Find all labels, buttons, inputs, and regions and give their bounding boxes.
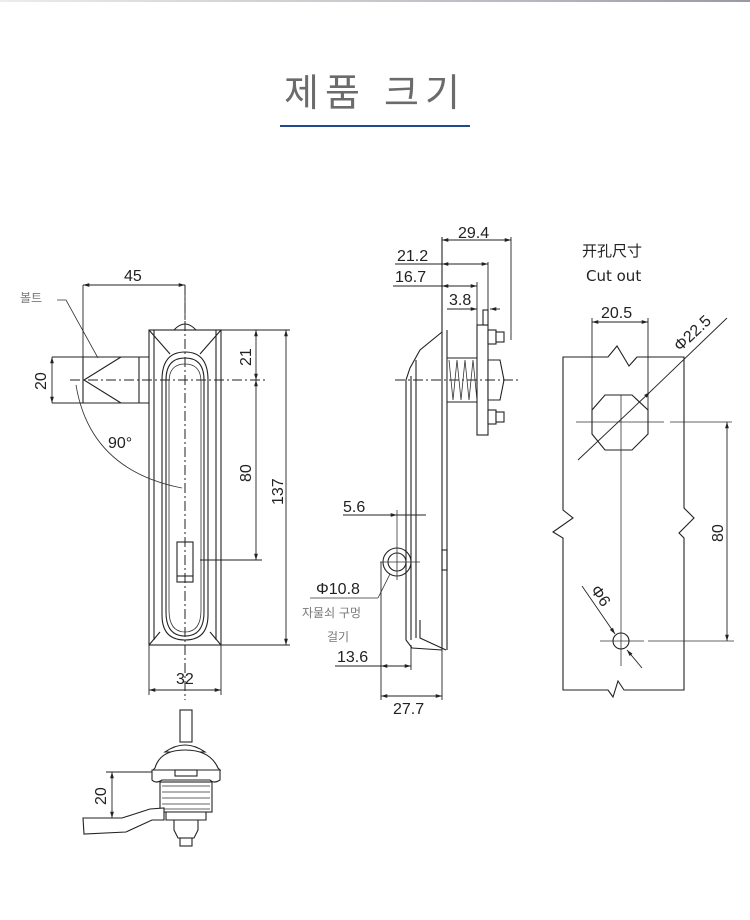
bolt-wedge (82, 356, 122, 404)
front-handle-inner (168, 363, 202, 633)
side-view: 29.4 21.2 16.7 3.8 5.6 Φ10.8 자물쇠 구멍 걸기 1… (302, 225, 520, 718)
padlock-label-1: 자물쇠 구멍 (302, 606, 361, 620)
panel-outline (551, 345, 695, 699)
top-rule (0, 0, 750, 2)
dim-3-8: 3.8 (449, 292, 471, 309)
dim-32: 32 (176, 671, 194, 688)
angle-label: 90° (108, 435, 132, 452)
dim-phi-6: Φ6 (587, 583, 613, 611)
dim-80: 80 (238, 464, 255, 482)
dim-13-6: 13.6 (337, 649, 368, 666)
dim-padlock-diameter: Φ10.8 (316, 581, 360, 598)
cam-view: 20 (82, 709, 222, 847)
dim-20-cam: 20 (93, 787, 110, 805)
cam-arm (82, 807, 165, 835)
bolt (82, 356, 149, 404)
cam-head (151, 749, 222, 771)
cutout-main-hole (591, 394, 649, 451)
center-nut (487, 359, 505, 401)
dim-phi-22-5: Φ22.5 (671, 312, 715, 354)
front-handle-outer (161, 351, 209, 641)
cutout-title-en: Cut out (586, 267, 641, 285)
cam-spring (159, 781, 213, 813)
rotation-arc (75, 384, 183, 489)
front-handle-mid (165, 357, 205, 637)
dim-137: 137 (270, 478, 287, 505)
dim-80-cutout: 80 (710, 524, 727, 542)
cutout-title-cn: 开孔尺寸 (582, 242, 642, 260)
dim-29-4: 29.4 (458, 225, 489, 242)
dim-27-7: 27.7 (393, 701, 424, 718)
stud-top (487, 329, 497, 345)
cutout-small-hole (612, 632, 630, 650)
side-handle (405, 331, 443, 651)
dim-21-2: 21.2 (397, 248, 428, 265)
dim-21: 21 (238, 348, 255, 366)
bolt-leader (57, 299, 99, 359)
page-title: 제품 크기 (284, 71, 466, 115)
front-bevels (148, 329, 222, 640)
front-bottom-bevels (148, 631, 222, 646)
title-underline (280, 125, 470, 127)
stud-bottom (487, 409, 497, 425)
bolt-label: 볼트 (20, 291, 42, 305)
dim-45: 45 (124, 268, 142, 285)
cutout-view: 开孔尺寸 Cut out 20.5 Φ22.5 80 Φ6 (551, 242, 734, 699)
front-view: 볼트 45 20 90° 21 80 137 32 (20, 268, 290, 700)
padlock-label-2: 걸기 (327, 630, 349, 644)
dim-20-5: 20.5 (601, 305, 632, 322)
dim-20-bolt: 20 (33, 372, 50, 390)
dim-5-6: 5.6 (343, 499, 365, 516)
dim-16-7: 16.7 (395, 269, 426, 286)
cam-shaft (179, 709, 193, 743)
